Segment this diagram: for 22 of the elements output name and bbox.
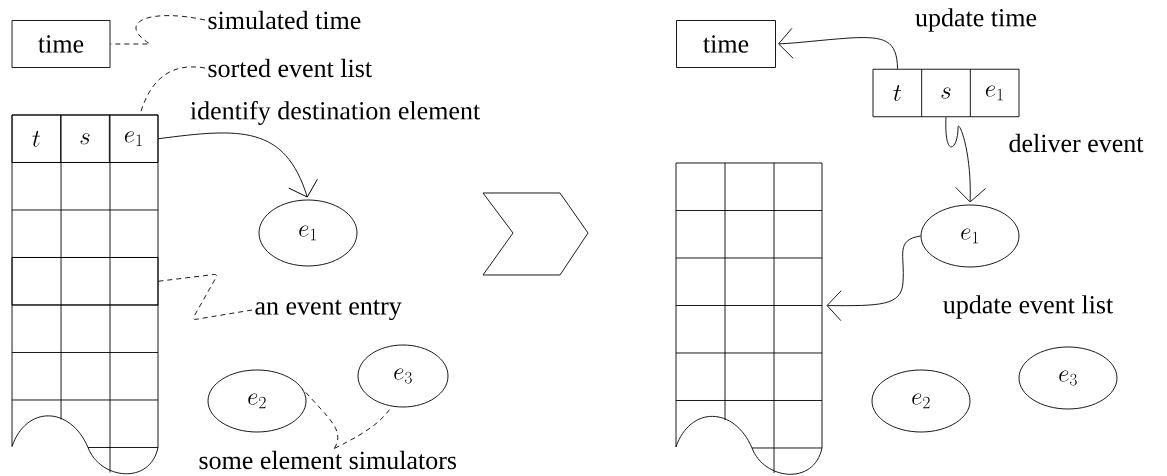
event-entry-row: $t$ $s$ $e_1$ (872, 68, 1020, 118)
leader-line (302, 388, 339, 449)
arrow (945, 116, 987, 203)
annotation-text: simulated time (208, 10, 361, 30)
event-list-drawing (675, 162, 823, 475)
time-box: time (11, 20, 111, 68)
event-list-drawing (11, 114, 159, 475)
edge-label: update event list (941, 294, 1115, 320)
edge-label: deliver event (1007, 132, 1145, 154)
event-entry-row (11, 257, 159, 306)
leader-line (158, 274, 253, 320)
arrow (826, 235, 921, 322)
event-entry-row: $t$ $s$ $e_1$ (11, 114, 159, 163)
leader-line (110, 15, 206, 45)
edge-label: update time (914, 7, 1038, 33)
annotation-text: an event entry (255, 299, 402, 321)
time-box: time (676, 20, 776, 68)
annotation-text: sorted event list (208, 58, 372, 78)
edge-label: identify destination element (188, 100, 482, 126)
annotation-text: some element simulators (199, 450, 457, 470)
arrow (778, 27, 898, 70)
arrow (158, 132, 318, 198)
